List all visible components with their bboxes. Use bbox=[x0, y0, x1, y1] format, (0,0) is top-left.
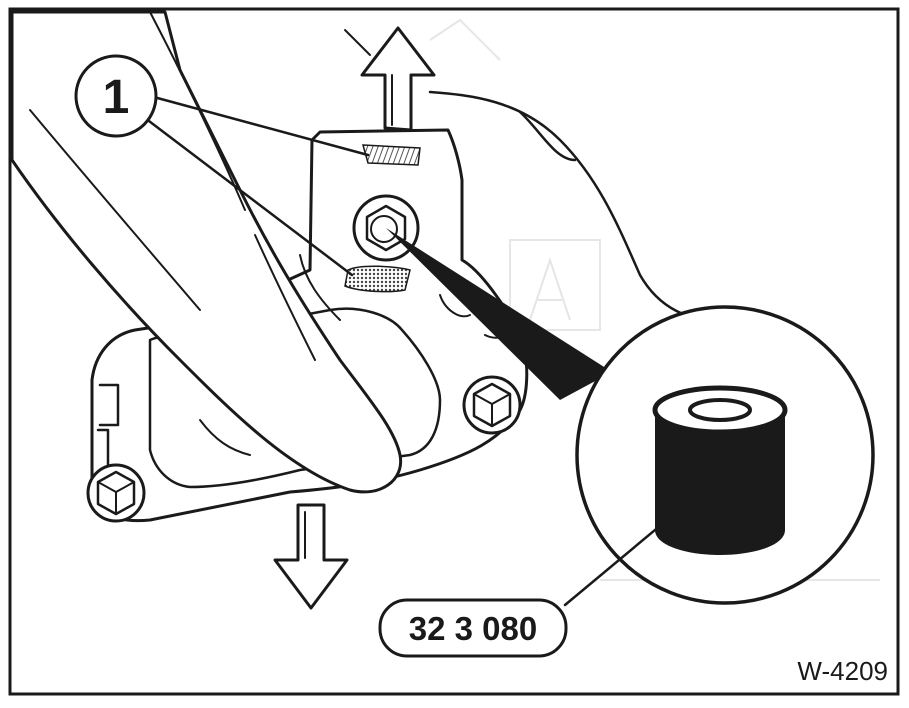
detail-cone bbox=[386, 228, 612, 400]
callout-1: 1 bbox=[74, 54, 370, 277]
arrow-up-icon bbox=[360, 26, 436, 132]
body-contour bbox=[344, 29, 722, 324]
part-number-text: 32 3 080 bbox=[409, 610, 537, 647]
lower-wear-mark bbox=[344, 265, 411, 293]
wear-marks bbox=[344, 144, 421, 293]
part-number-label: 32 3 080 bbox=[378, 598, 568, 658]
arrow-down-icon bbox=[273, 503, 349, 610]
hex-bolt-icon bbox=[462, 375, 522, 435]
upper-wear-mark bbox=[361, 144, 421, 166]
figure-id: W-4209 bbox=[797, 656, 888, 686]
part-leader-line bbox=[563, 503, 687, 607]
callout-number: 1 bbox=[103, 71, 130, 124]
sleeve-tool-icon bbox=[652, 385, 788, 555]
hex-bolt-icon bbox=[86, 463, 146, 523]
detail-inset bbox=[563, 305, 875, 607]
